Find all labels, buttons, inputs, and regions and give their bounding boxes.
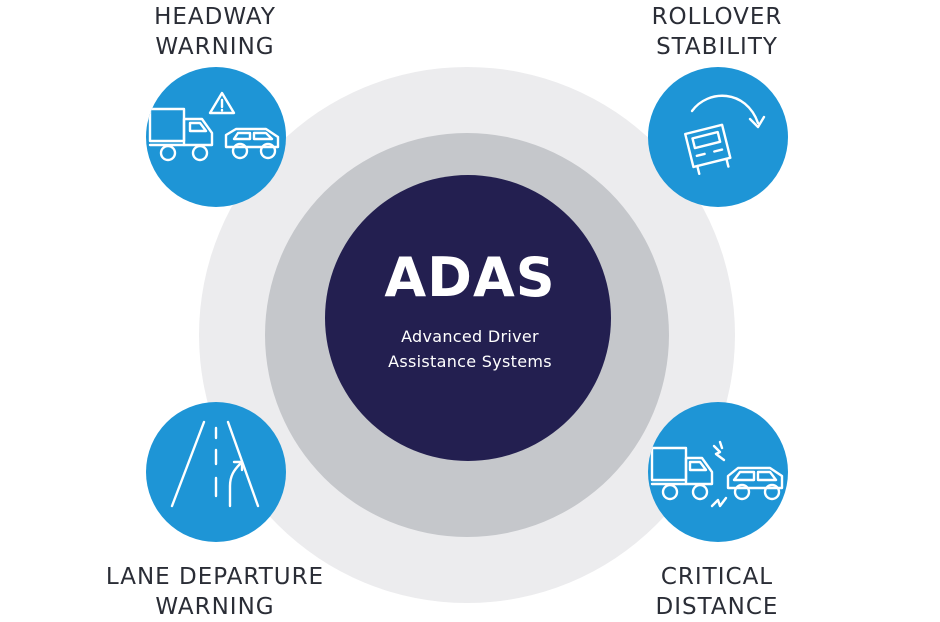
- rollover-stability-label: ROLLOVER STABILITY: [651, 4, 783, 60]
- lane-departure-icon: [170, 420, 260, 508]
- critical-distance-label: CRITICAL DISTANCE: [655, 564, 779, 620]
- lane-departure-warning-label: LANE DEPARTURE WARNING: [105, 564, 325, 620]
- headway-warning-badge: [146, 67, 286, 207]
- adas-subtitle-line2: Assistance Systems: [388, 352, 552, 371]
- adas-core-circle: [325, 175, 611, 461]
- lane-departure-warning-badge: [146, 402, 286, 542]
- truck-car-collision-icon: [650, 440, 784, 508]
- headway-warning-label: HEADWAY WARNING: [154, 4, 276, 60]
- adas-subtitle-line1: Advanced Driver: [401, 327, 539, 346]
- truck-car-warning-icon: [148, 91, 280, 162]
- adas-title: ADAS: [384, 246, 556, 309]
- critical-distance-badge: [648, 402, 788, 542]
- rollover-stability-badge: [648, 67, 788, 207]
- truck-rollover-icon: [684, 94, 766, 175]
